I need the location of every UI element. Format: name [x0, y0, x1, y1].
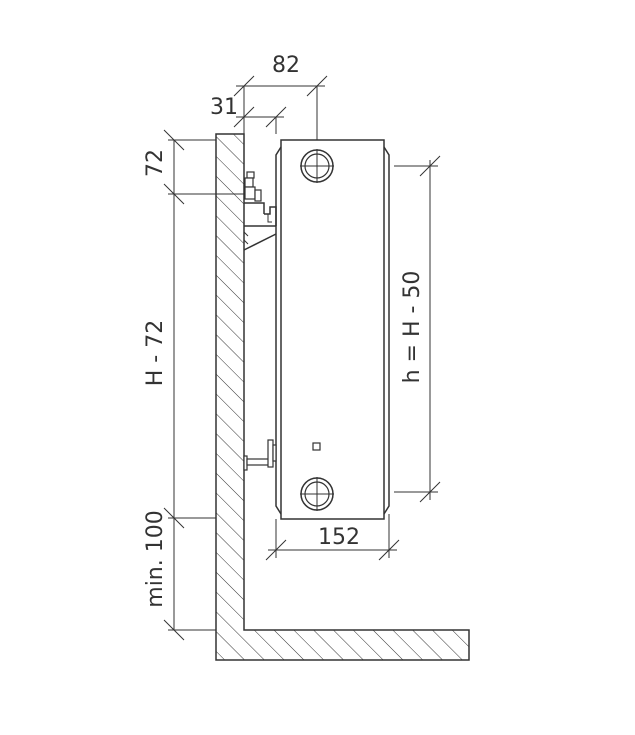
dimension-label-82: 82 — [272, 53, 300, 78]
dimension-label-min-100: min. 100 — [143, 510, 168, 607]
dimension-pipe-spacing: h = H - 50 — [394, 155, 441, 503]
dimension-chain-left: 72 H - 72 min. 100 — [143, 129, 244, 641]
dimension-label-72: 72 — [143, 149, 168, 177]
vent-square — [312, 442, 321, 451]
bottom-connection-port — [300, 477, 334, 511]
radiator-panel — [275, 139, 390, 520]
dimension-offset-31: 31 — [210, 95, 287, 134]
dimension-label-h-minus-72: H - 72 — [143, 320, 168, 386]
dimension-label-31: 31 — [210, 95, 238, 120]
top-connection-port — [300, 149, 334, 183]
upper-wall-bracket — [243, 171, 277, 251]
dimension-width-152: 152 — [265, 514, 400, 561]
dimension-label-152: 152 — [318, 525, 360, 550]
lower-wall-bracket — [243, 439, 277, 471]
dimension-depth-82: 82 — [233, 53, 328, 140]
dimension-label-h-equals-h-minus-50: h = H - 50 — [400, 271, 425, 384]
